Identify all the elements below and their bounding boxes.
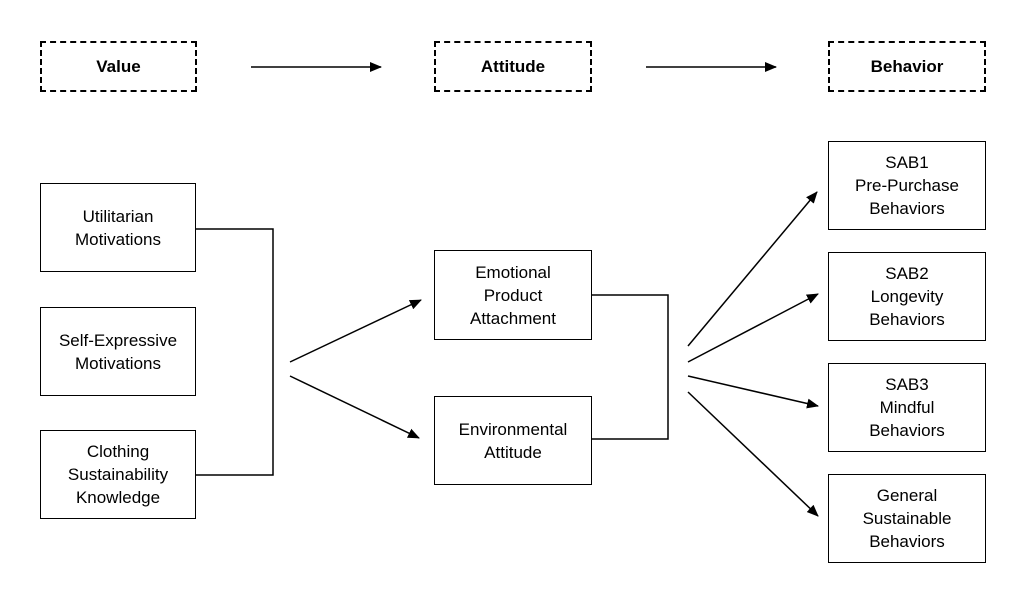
node-sab1-pre-purchase-behaviors: SAB1 Pre-Purchase Behaviors xyxy=(828,141,986,230)
arrow-attitudes-to-general xyxy=(687,391,819,517)
header-attitude-label: Attitude xyxy=(480,56,546,76)
node-line: Product xyxy=(483,285,543,305)
node-utilitarian-motivations: Utilitarian Motivations xyxy=(40,183,196,272)
header-behavior: Behavior xyxy=(828,41,986,92)
node-line: Clothing xyxy=(86,442,150,461)
node-line: SAB1 xyxy=(885,153,929,172)
node-line: Longevity xyxy=(870,287,944,306)
arrow-attitudes-to-sab1 xyxy=(687,191,818,347)
node-line: Pre-Purchase xyxy=(855,176,959,195)
node-line: Attachment xyxy=(470,308,556,328)
node-line: Utilitarian xyxy=(82,206,154,226)
node-line: Motivations xyxy=(75,229,161,249)
node-line: Behaviors xyxy=(869,421,945,440)
header-behavior-label: Behavior xyxy=(870,56,944,76)
value-bracket xyxy=(195,228,274,476)
node-line: Emotional xyxy=(475,262,551,282)
node-line: Behaviors xyxy=(869,199,945,218)
node-line: Attitude xyxy=(484,442,542,462)
node-general-sustainable-behaviors: General Sustainable Behaviors xyxy=(828,474,986,563)
node-line: SAB2 xyxy=(885,264,929,283)
node-line: Behaviors xyxy=(869,532,945,551)
attitude-bracket xyxy=(592,294,669,440)
arrow-attitudes-to-sab2 xyxy=(687,293,819,363)
header-value-label: Value xyxy=(96,56,141,76)
header-value: Value xyxy=(40,41,197,92)
header-attitude: Attitude xyxy=(434,41,592,92)
arrow-values-to-emotional xyxy=(289,299,422,363)
node-line: Knowledge xyxy=(75,488,161,507)
arrow-values-to-environmental xyxy=(289,375,420,439)
node-line: Sustainable xyxy=(862,509,952,528)
node-clothing-sustainability-knowledge: Clothing Sustainability Knowledge xyxy=(40,430,196,519)
node-line: Mindful xyxy=(879,398,935,417)
node-line: Self-Expressive xyxy=(58,330,178,350)
node-line: Motivations xyxy=(75,353,161,373)
node-sab2-longevity-behaviors: SAB2 Longevity Behaviors xyxy=(828,252,986,341)
node-line: General xyxy=(876,486,938,505)
arrow-attitudes-to-sab3 xyxy=(687,375,819,409)
node-line: SAB3 xyxy=(885,375,929,394)
node-emotional-product-attachment: Emotional Product Attachment xyxy=(434,250,592,340)
node-line: Sustainability xyxy=(67,465,169,484)
node-line: Environmental xyxy=(458,419,568,439)
node-sab3-mindful-behaviors: SAB3 Mindful Behaviors xyxy=(828,363,986,452)
node-line: Behaviors xyxy=(869,310,945,329)
node-environmental-attitude: Environmental Attitude xyxy=(434,396,592,485)
node-self-expressive-motivations: Self-Expressive Motivations xyxy=(40,307,196,396)
